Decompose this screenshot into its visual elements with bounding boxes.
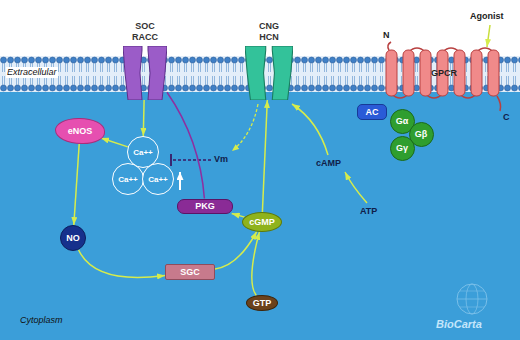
pathway-arrow [79, 250, 166, 278]
node-label: Ca++ [133, 147, 153, 158]
agonist-arrow [487, 25, 490, 47]
terminus-label: N [383, 30, 390, 41]
adenylyl-cyclase: AC [357, 104, 387, 120]
node-label: PKG [195, 201, 215, 212]
globe-parallel [460, 307, 484, 308]
watermark: BioCarta [436, 318, 482, 331]
node-label: Ca++ [148, 174, 168, 185]
cytoplasm-region [0, 90, 520, 340]
pathway-arrow [74, 144, 79, 225]
calcium-rise-arrow [179, 172, 181, 190]
channel-shape [245, 46, 293, 100]
receptor-name: GPCR [431, 68, 457, 79]
molecule-label: cAMP [316, 158, 341, 169]
channel-subunit [148, 46, 167, 100]
globe-equator [457, 299, 487, 300]
calcium-ion: Ca++ [112, 163, 144, 195]
pathway-arrow [143, 100, 145, 136]
node-label: GTP [253, 298, 272, 309]
pathway-arrow [101, 138, 128, 147]
camp-to-channel-arrow [292, 104, 328, 155]
channel-body [245, 46, 293, 100]
globe-outline [457, 284, 487, 314]
transmembrane-helix [403, 50, 414, 96]
molecule-label: ATP [360, 206, 377, 217]
channel-subunit [272, 46, 293, 100]
channel-subunit [245, 46, 266, 100]
pathway-arrow [215, 232, 257, 269]
region-label: Extracellular [6, 67, 58, 78]
node-label: Gα [396, 116, 409, 127]
channel-shape [123, 46, 167, 100]
node-label: Ca++ [118, 174, 138, 185]
node-label: AC [366, 107, 379, 118]
node-label: eNOS [68, 126, 93, 137]
gpcr-receptor: GPCR [384, 44, 504, 102]
node-label: NO [66, 233, 80, 244]
terminus-label: C [503, 112, 510, 123]
c-terminus-tail [497, 96, 501, 111]
pathway-arrow [262, 100, 267, 212]
n-terminus-tail [388, 42, 391, 50]
g-protein-subunit: Gγ [390, 136, 415, 161]
sgc-enzyme: SGC [165, 264, 215, 280]
pkg-kinase: PKG [177, 199, 233, 214]
ligand-label: Agonist [470, 11, 504, 22]
cgmp-molecule: cGMP [242, 212, 282, 232]
enos-enzyme: eNOS [55, 118, 105, 144]
cng-channel: CNG HCN [245, 21, 293, 100]
globe-parallel [460, 291, 484, 292]
node-label: cGMP [249, 217, 275, 228]
node-label: Gβ [415, 129, 428, 140]
soc-channel: SOC RACC [123, 21, 167, 100]
transmembrane-helix [488, 50, 499, 96]
calcium-ion: Ca++ [142, 163, 174, 195]
transmembrane-helix [386, 50, 397, 96]
inhibition-bar [170, 154, 172, 166]
channel-subunit [123, 46, 142, 100]
channel-body [123, 46, 167, 100]
inhibition-line [173, 159, 211, 160]
channel-name: CNG HCN [259, 21, 279, 43]
gtp-molecule: GTP [246, 295, 278, 311]
atp-to-camp-arrow [345, 172, 367, 203]
membrane-potential-arrow [232, 104, 258, 151]
channel-name: SOC RACC [132, 21, 158, 43]
node-label: SGC [180, 267, 200, 278]
biocarta-globe [457, 284, 487, 314]
pathway-arrow [232, 214, 245, 218]
nitric-oxide: NO [60, 225, 86, 251]
membrane-potential-label: Vm [214, 154, 228, 165]
transmembrane-helix [471, 50, 482, 96]
pathway-arrow [252, 232, 260, 296]
transmembrane-helix [420, 50, 431, 96]
region-label: Cytoplasm [20, 315, 63, 326]
node-label: Gγ [396, 143, 408, 154]
